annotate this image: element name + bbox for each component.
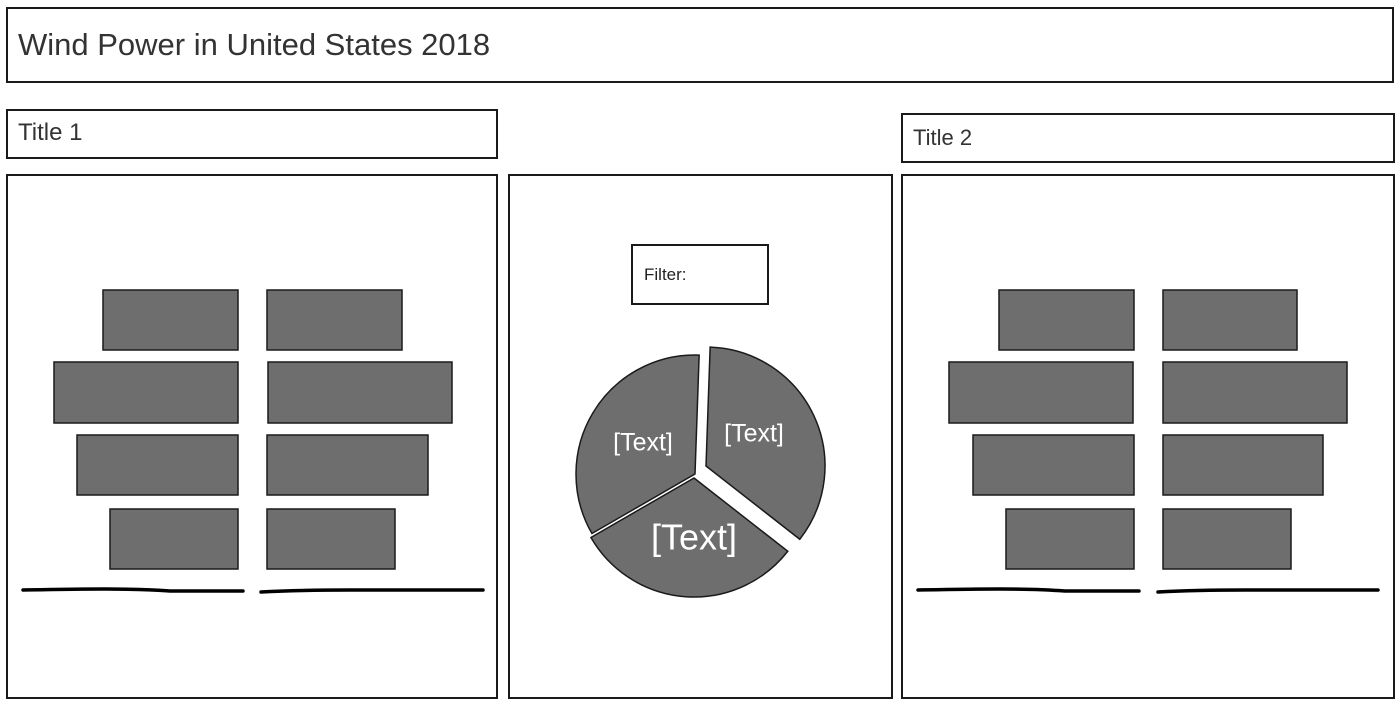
left-underline-1 xyxy=(21,587,245,593)
page-title: Wind Power in United States 2018 xyxy=(18,27,491,62)
left-block-8 xyxy=(266,508,396,570)
right-bar-blocks xyxy=(948,289,1348,570)
right-block-8 xyxy=(1162,508,1292,570)
left-title-box: Title 1 xyxy=(6,109,498,159)
filter-box[interactable]: Filter: xyxy=(631,244,769,305)
pie-slice-bottom xyxy=(589,477,789,598)
pie-slice-right-label: [Text] xyxy=(724,420,784,448)
left-block-2 xyxy=(266,289,403,351)
left-block-1 xyxy=(102,289,239,351)
right-underline-2 xyxy=(1156,588,1380,594)
left-block-3 xyxy=(53,361,239,424)
left-title: Title 1 xyxy=(18,119,83,146)
left-block-6 xyxy=(266,434,429,496)
right-underline-1 xyxy=(916,587,1141,593)
right-title: Title 2 xyxy=(913,125,973,150)
left-underline-2 xyxy=(259,588,485,594)
pie-slice-left-label: [Text] xyxy=(613,429,673,457)
right-block-4 xyxy=(1162,361,1348,424)
right-title-box: Title 2 xyxy=(901,113,1395,163)
right-block-5 xyxy=(972,434,1135,496)
pie-chart: [Text] [Text] [Text] xyxy=(575,346,826,598)
left-block-5 xyxy=(76,434,239,496)
pie-slice-left xyxy=(575,354,700,535)
right-block-7 xyxy=(1005,508,1135,570)
left-block-7 xyxy=(109,508,239,570)
page-header: Wind Power in United States 2018 xyxy=(6,7,1394,83)
left-bar-blocks xyxy=(53,289,453,570)
right-block-2 xyxy=(1162,289,1298,351)
pie-slice-bottom-label: [Text] xyxy=(651,517,737,558)
right-block-6 xyxy=(1162,434,1324,496)
filter-label: Filter: xyxy=(644,265,687,284)
right-block-3 xyxy=(948,361,1134,424)
pie-slice-right xyxy=(705,346,826,541)
left-block-4 xyxy=(267,361,453,424)
right-block-1 xyxy=(998,289,1135,351)
